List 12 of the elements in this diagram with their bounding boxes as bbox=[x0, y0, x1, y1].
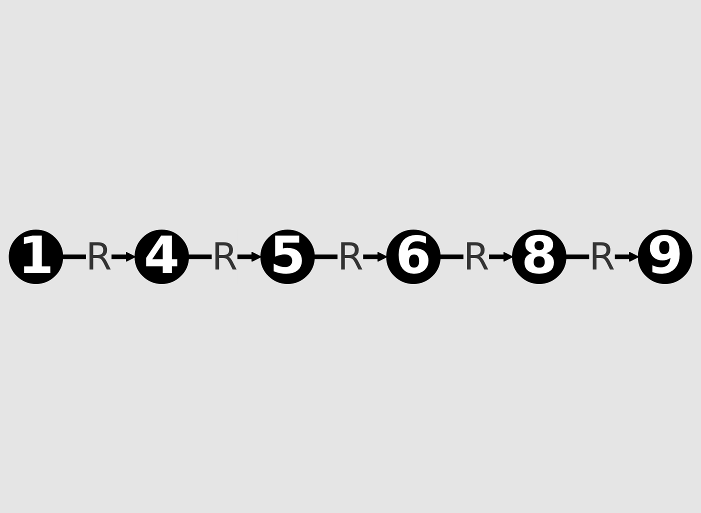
edge-label: R bbox=[86, 234, 112, 279]
edge-label: R bbox=[463, 234, 490, 279]
node-circle bbox=[260, 229, 315, 284]
node-circle bbox=[134, 229, 189, 284]
edge-label: R bbox=[589, 234, 616, 279]
edge-label: R bbox=[212, 234, 238, 279]
edge-label: R bbox=[338, 234, 364, 279]
node-circle bbox=[386, 229, 441, 284]
node-circle bbox=[638, 229, 692, 284]
node-circle bbox=[512, 229, 566, 284]
node-circle bbox=[8, 229, 64, 284]
graph-drawing: 1 R 4 R 5 R 6 R 8 R 9 bbox=[0, 208, 701, 304]
